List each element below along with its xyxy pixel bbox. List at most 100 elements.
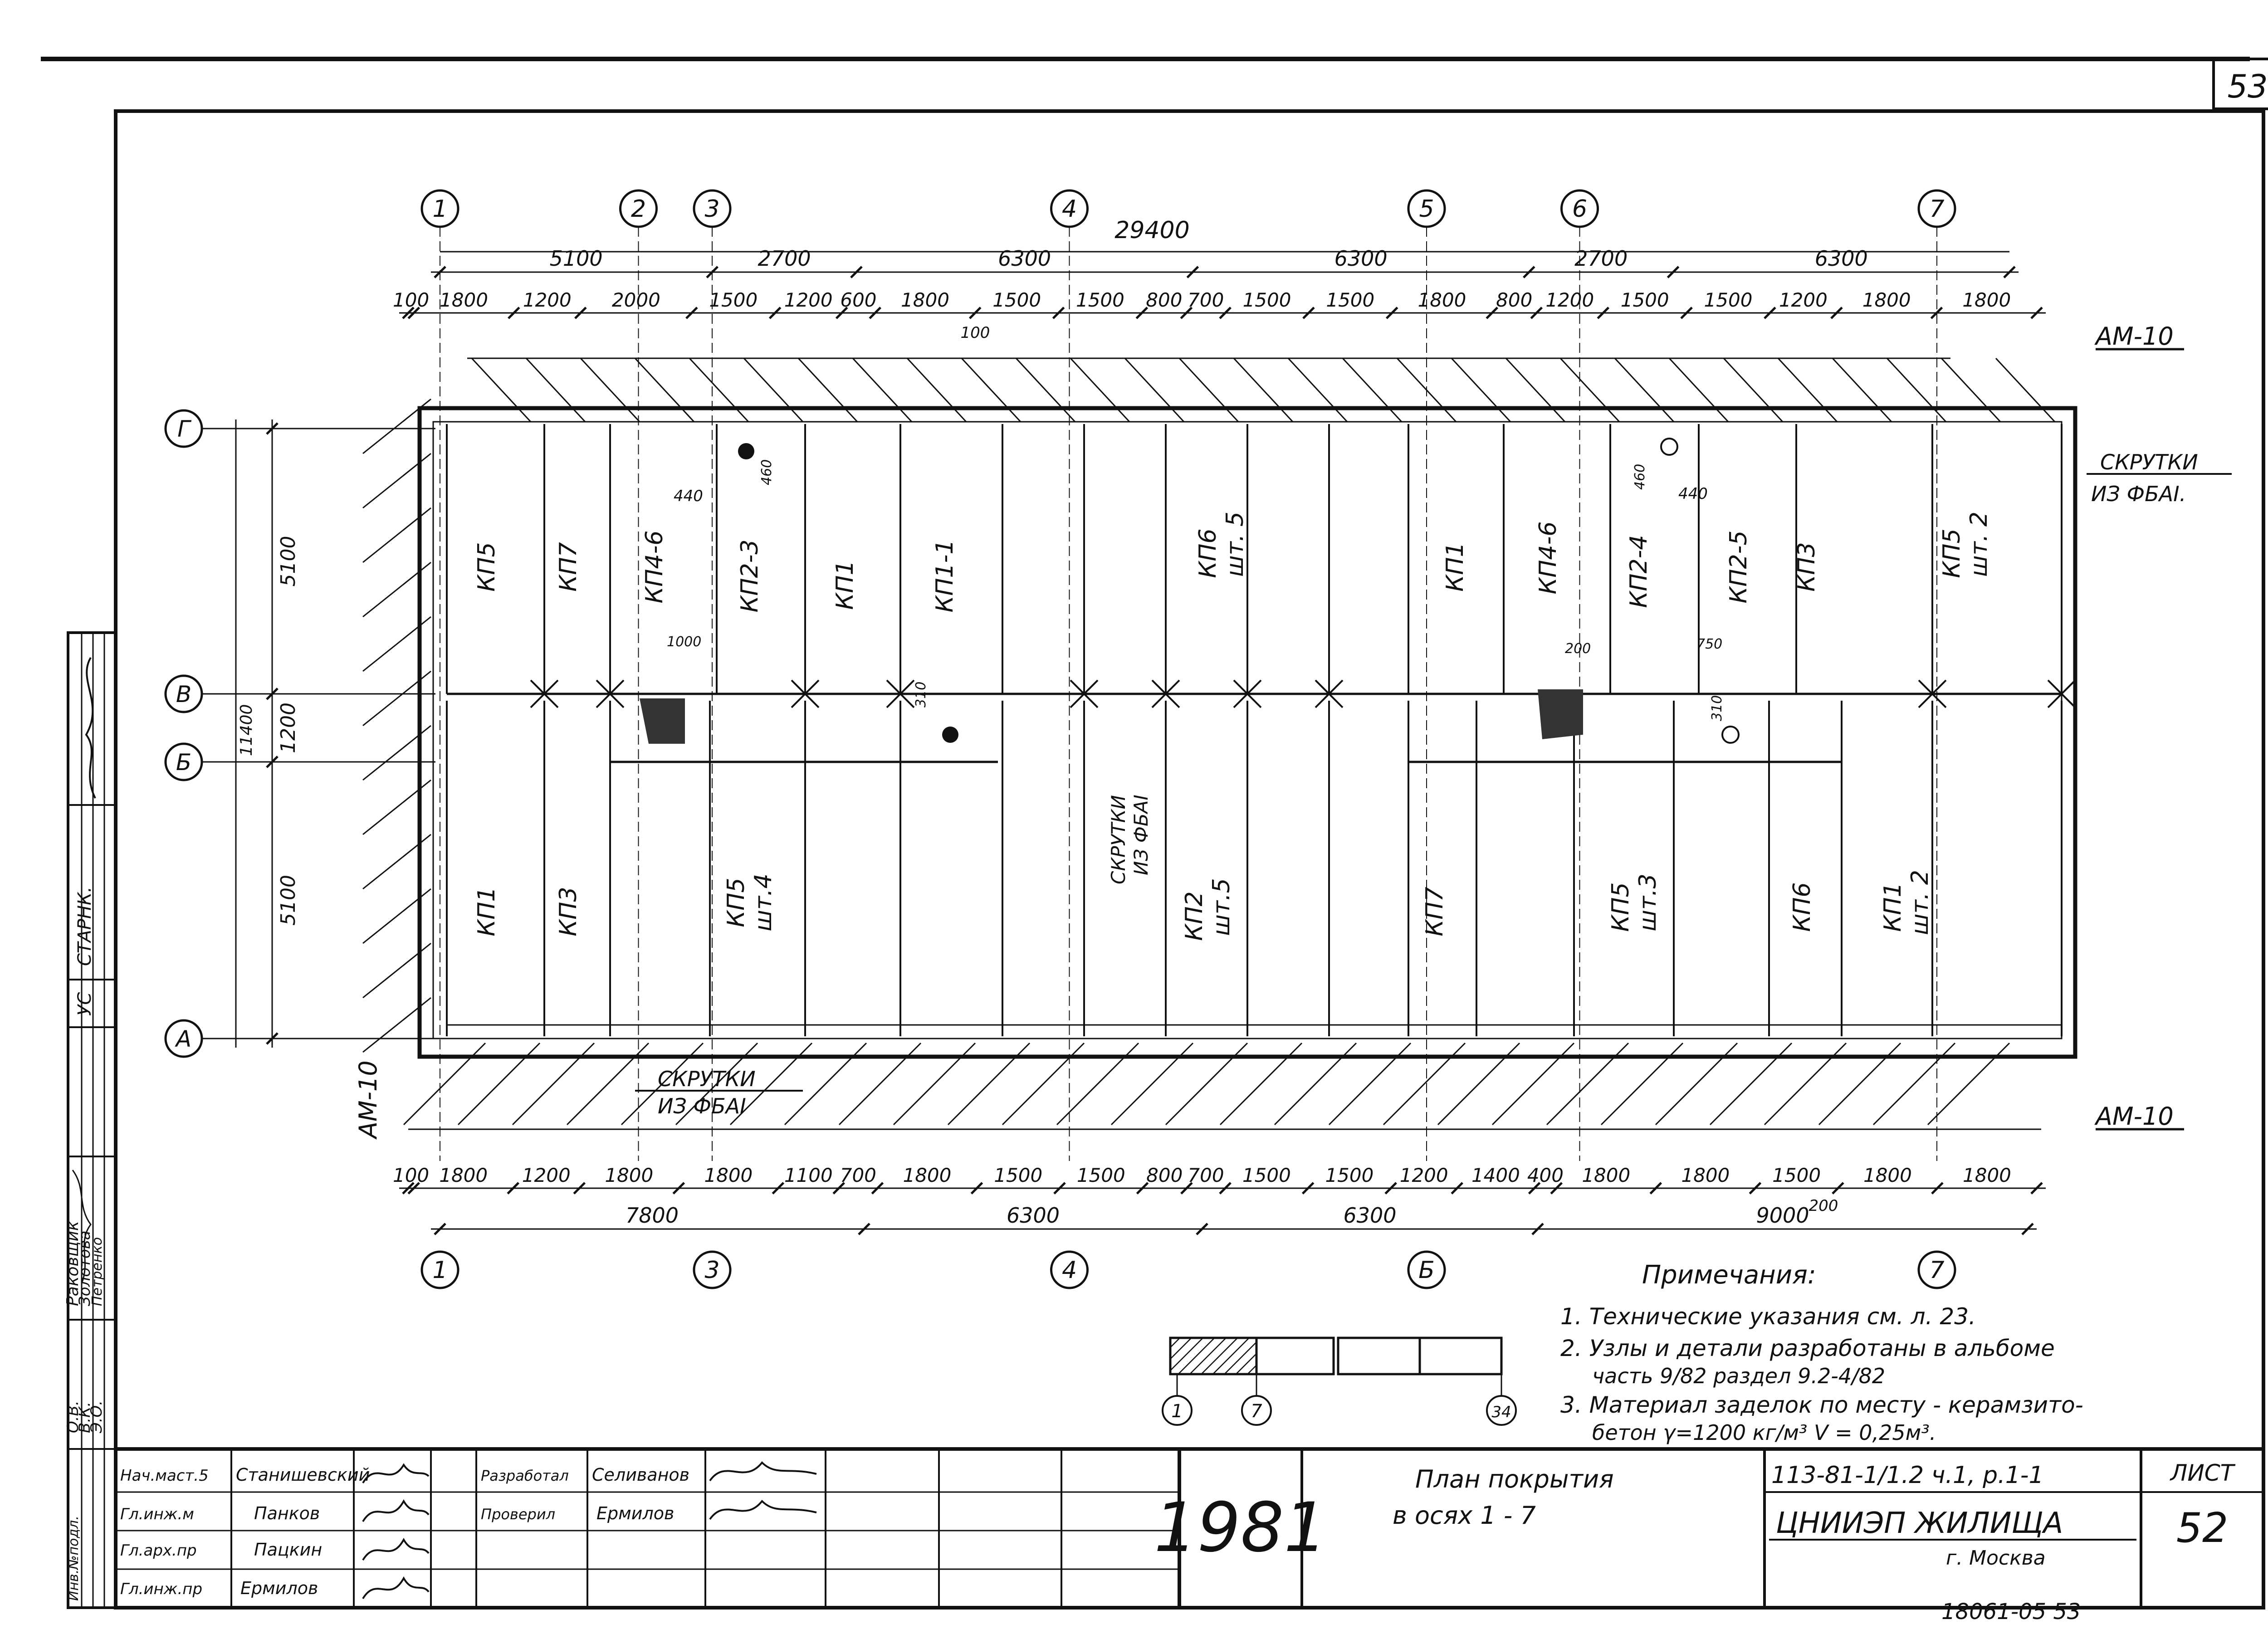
axis-bubble-top — [693, 189, 732, 228]
tb-sheet-label: ЛИСТ — [2170, 1460, 2236, 1486]
panel-label-upper: КП4-6 — [1535, 522, 1562, 595]
top-dim-2-text: 1500 — [1243, 289, 1291, 311]
bottom-dim-2-tick — [772, 1182, 785, 1195]
tie-top — [525, 357, 586, 423]
top-dim-2-tick — [1180, 307, 1193, 319]
tie-bottom — [1002, 1042, 1085, 1126]
side-initials-1: О.В. — [64, 1400, 82, 1433]
tie-top — [1342, 357, 1403, 423]
tie-bottom — [457, 1042, 541, 1126]
panel-label-upper: КП6 — [1194, 528, 1222, 578]
axis-label-bottom: 4 — [1062, 1257, 1077, 1284]
axis-label-bottom: 7 — [1929, 1257, 1944, 1284]
tie-bottom — [1274, 1042, 1357, 1126]
panel-label-upper: КП3 — [1793, 542, 1820, 591]
shaft-opening-left — [640, 698, 685, 744]
tb-role-2: Гл.инж.м — [120, 1505, 194, 1523]
bottom-dim-1-tick — [1196, 1223, 1208, 1235]
top-dim-2-text: 1800 — [1862, 289, 1911, 311]
tb-role-1: Нач.маст.5 — [120, 1467, 209, 1485]
axis-label-bottom: 3 — [704, 1257, 719, 1284]
tie-top — [1505, 357, 1566, 423]
top-dim-1-tick — [2003, 266, 2016, 278]
tie-left — [362, 453, 431, 509]
tb-role-3: Гл.арх.пр — [120, 1541, 197, 1560]
bottom-dim-2-tick — [1528, 1182, 1541, 1195]
bottom-dim-2-text: 1800 — [1963, 1164, 2011, 1186]
tie-bottom — [1383, 1042, 1466, 1126]
tie-top — [961, 357, 1022, 423]
top-dim-2-text: 1800 — [1418, 289, 1466, 311]
panel-label-upper: КП2-4 — [1625, 535, 1652, 608]
top-dim-2-text: 1800 — [901, 289, 949, 311]
bottom-dim-2-tick — [507, 1182, 519, 1195]
top-dim-2-text: 1200 — [784, 289, 833, 311]
tie-top — [1723, 357, 1784, 423]
tie-top — [852, 357, 913, 423]
tie-left — [362, 942, 431, 999]
top-dim-2-tick — [1597, 307, 1610, 319]
panel-label-upper: КП2-3 — [736, 540, 763, 613]
tie-left — [362, 725, 431, 781]
top-dim-2-text: 1500 — [1076, 289, 1124, 311]
top-dim-2-text: 1500 — [1704, 289, 1753, 311]
axis-label-top: 7 — [1929, 195, 1944, 223]
bottom-dim-2-tick — [1832, 1182, 1844, 1195]
top-dim-2-text: 600 — [840, 289, 876, 311]
bottom-dim-2-text: 1800 — [1863, 1164, 1912, 1186]
tb-name-3: Пацкин — [254, 1540, 322, 1560]
tie-bottom — [1110, 1042, 1194, 1126]
tie-top — [580, 357, 640, 423]
top-dim-2-tick — [508, 307, 520, 319]
panel-label-lower: КП1 — [1879, 882, 1906, 932]
tie-top — [471, 357, 532, 423]
bottom-dim-2-text: 400 — [1527, 1164, 1564, 1186]
joint-cross — [2047, 679, 2076, 708]
dimension-lines — [235, 251, 2046, 1235]
tb-sheet-no: 52 — [2176, 1504, 2229, 1552]
panel-label-lower: КП2 — [1181, 891, 1208, 941]
top-dim-1-text: 2700 — [758, 246, 811, 271]
joint-cross — [1151, 679, 1180, 708]
panel-label-upper: КП2-5 — [1725, 531, 1752, 604]
axis-bubble-top — [1050, 189, 1089, 228]
axis-bubble-top — [619, 189, 658, 228]
tie-bottom — [512, 1042, 595, 1126]
panel-label-upper: КП1 — [1442, 542, 1469, 591]
joint-cross — [596, 679, 625, 708]
axis-bubble-bottom — [420, 1250, 459, 1289]
signature-4 — [362, 1576, 430, 1600]
top-dim-2-tick — [407, 307, 420, 319]
top-dim-1-tick — [850, 266, 863, 278]
axis-label-row: Г — [177, 416, 192, 442]
bottom-dim-2-tick — [970, 1182, 983, 1195]
tb-name-4: Ермилов — [240, 1578, 318, 1598]
bottom-dim-2-text: 1500 — [1772, 1164, 1821, 1186]
axis-bubble-bottom — [1050, 1250, 1089, 1289]
joint-cross — [530, 679, 559, 708]
axis-label-top: 6 — [1572, 195, 1587, 223]
left-dim-text: 5100 — [277, 875, 300, 926]
bottom-dim-2-text: 1500 — [1242, 1164, 1291, 1186]
small-dim-440-right: 440 — [1678, 485, 1708, 503]
bottom-dim-2-text: 700 — [1188, 1164, 1224, 1186]
top-dim-2-text: 1800 — [440, 289, 488, 311]
bottom-dim-2-tick — [672, 1182, 685, 1195]
small-dim-200: 200 — [1565, 641, 1591, 657]
axis-label-top: 1 — [432, 195, 447, 223]
skrutki-top-line1: СКРУТКИ — [2100, 450, 2198, 474]
tie-top — [1832, 357, 1892, 423]
tb-name-1: Станишевский — [236, 1465, 370, 1485]
panel-label-lower: шт.3 — [1634, 873, 1662, 932]
side-initials-3: Э.О. — [88, 1400, 106, 1434]
bottom-dim-2-text: 1800 — [439, 1164, 488, 1186]
sheet-key: 1 7 34 — [1162, 1336, 1517, 1426]
tb-name-2: Панков — [254, 1503, 320, 1523]
joint-cross — [1918, 679, 1947, 708]
note-2: 2. Узлы и детали разработаны в альбоме — [1560, 1335, 2055, 1361]
tie-left — [362, 398, 431, 454]
tb-year: 1981 — [1154, 1488, 1327, 1567]
skrutki-mid-line1: СКРУТКИ — [1107, 795, 1129, 884]
